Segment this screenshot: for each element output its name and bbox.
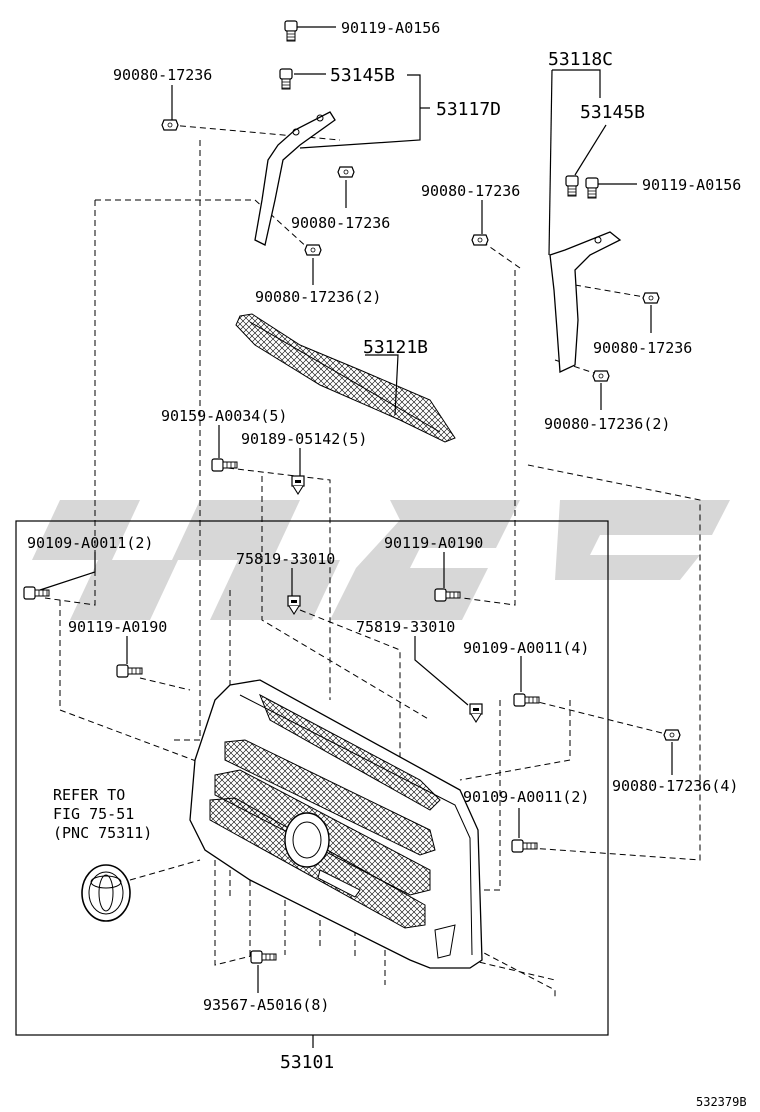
leader-lines [39,26,673,1048]
label-90109-a0011-2-b: 90109-A0011(2) [463,788,589,806]
label-53101: 53101 [280,1052,334,1073]
label-90080-17236-2-a: 90080-17236(2) [255,288,381,306]
bolt-icon [585,177,599,199]
drawing-id: 532379B [696,1095,747,1109]
radiator-grille [189,679,483,969]
bolt-icon [511,839,538,853]
upper-grille-mesh [235,313,456,443]
bolt-icon [250,950,277,964]
bolt-icon [279,68,293,90]
refer-note-line3: (PNC 75311) [53,824,152,842]
label-90109-a0011-4: 90109-A0011(4) [463,639,589,657]
bolt-icon [116,664,143,678]
bolt-icon [284,20,298,42]
assembly-frame [15,520,609,1036]
refer-note-line2: FIG 75-51 [53,805,134,823]
nut-icon [663,729,681,741]
label-53145b-left: 53145B [330,65,395,86]
bolt-icon [513,693,540,707]
label-75819-33010-a: 75819-33010 [236,550,335,568]
clip-icon [291,475,305,495]
label-75819-33010-b: 75819-33010 [356,618,455,636]
label-53145b-right: 53145B [580,102,645,123]
upper-right-bracket [549,231,622,373]
label-93567-a5016-8: 93567-A5016(8) [203,996,329,1014]
nut-icon [642,292,660,304]
toyota-emblem-icon [81,864,131,922]
watermark [32,500,730,620]
label-53118c: 53118C [548,49,613,70]
bolt-icon [565,175,579,197]
nut-icon [161,119,179,131]
label-90159-a0034-5: 90159-A0034(5) [161,407,287,425]
label-90119-a0156-top: 90119-A0156 [341,19,440,37]
nut-icon [337,166,355,178]
label-90119-a0190-a: 90119-A0190 [384,534,483,552]
label-53117d: 53117D [436,99,501,120]
label-90119-a0156-right: 90119-A0156 [642,176,741,194]
label-53121b: 53121B [363,337,428,358]
part-labels: 90119-A0156 90080-17236 53145B 53117D 90… [27,19,747,1109]
label-90189-05142-5: 90189-05142(5) [241,430,367,448]
nut-icon [471,234,489,246]
label-90109-a0011-2-a: 90109-A0011(2) [27,534,153,552]
label-90080-17236-a: 90080-17236 [113,66,212,84]
label-90080-17236-2-b: 90080-17236(2) [544,415,670,433]
bolt-icon [211,458,238,472]
refer-note-line1: REFER TO [53,786,125,804]
nut-icon [304,244,322,256]
label-90080-17236-c: 90080-17236 [421,182,520,200]
nut-icon [592,370,610,382]
upper-left-bracket [254,111,336,246]
label-90119-a0190-b: 90119-A0190 [68,618,167,636]
label-90080-17236-4: 90080-17236(4) [612,777,738,795]
clip-icon [469,703,483,723]
label-90080-17236-b: 90080-17236 [291,214,390,232]
label-90080-17236-d: 90080-17236 [593,339,692,357]
